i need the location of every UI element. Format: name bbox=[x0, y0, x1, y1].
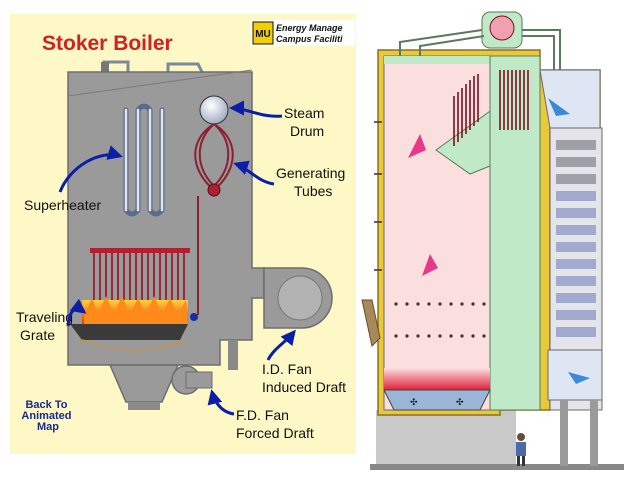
university-logo: MU Energy Manage Campus Faciliti bbox=[251, 20, 355, 46]
riser-tubes bbox=[399, 29, 561, 70]
baffle-line bbox=[67, 69, 253, 97]
burner-ports bbox=[394, 302, 486, 338]
heater-tube-row bbox=[556, 293, 596, 303]
feed-chute bbox=[361, 299, 381, 348]
heater-tube-row bbox=[556, 140, 596, 150]
heater-tube-row bbox=[556, 276, 596, 286]
burner-port bbox=[471, 334, 475, 338]
traveling-grate-label: Traveling Grate bbox=[16, 309, 77, 343]
heater-tube-row bbox=[556, 208, 596, 218]
heater-tube-row bbox=[556, 225, 596, 235]
traveling-grate-arrow bbox=[66, 298, 87, 327]
burner-port bbox=[394, 302, 398, 306]
traveling-grate bbox=[70, 324, 188, 340]
heater-tube-row bbox=[556, 327, 596, 337]
superheater-label: Superheater bbox=[24, 197, 101, 213]
support-leg-2 bbox=[590, 400, 598, 466]
logo-line-2: Campus Faciliti bbox=[276, 34, 343, 44]
fd-fan-arrow bbox=[207, 389, 235, 416]
burner-port bbox=[427, 302, 431, 306]
logo-line-1: Energy Manage bbox=[276, 23, 343, 33]
steam-drum-arrow bbox=[229, 100, 283, 118]
id-fan-label: I.D. Fan Induced Draft bbox=[262, 361, 346, 395]
flow-arrow-upper bbox=[408, 134, 426, 158]
flow-arrow-exit bbox=[568, 372, 590, 384]
upper-drum bbox=[489, 15, 515, 41]
burner-port bbox=[482, 334, 486, 338]
air-flow-line bbox=[81, 339, 189, 351]
flow-arrow-lower bbox=[422, 254, 438, 276]
hot-zone bbox=[384, 368, 490, 390]
generating-tubes-label: Generating Tubes bbox=[276, 165, 349, 199]
fd-fan-duct bbox=[185, 371, 213, 389]
burner-port bbox=[460, 334, 464, 338]
grate-base bbox=[383, 389, 491, 411]
id-fan-arrow bbox=[266, 329, 296, 361]
ground-line bbox=[370, 464, 624, 470]
person-scale-figure bbox=[516, 433, 526, 466]
furnace-tubes bbox=[93, 253, 185, 302]
superheater-panels bbox=[453, 70, 529, 146]
generating-tubes-arrow bbox=[233, 160, 275, 186]
burner-port bbox=[405, 302, 409, 306]
heater-tube-row bbox=[556, 259, 596, 269]
burner-port bbox=[394, 334, 398, 338]
heater-tube-row bbox=[556, 157, 596, 167]
burner-port bbox=[405, 334, 409, 338]
support-leg-1 bbox=[560, 400, 568, 466]
flames bbox=[84, 296, 188, 324]
back-to-map-link[interactable]: Back To Animated Map bbox=[21, 399, 74, 433]
heater-tube-row bbox=[556, 310, 596, 320]
furnace-chamber bbox=[383, 55, 491, 411]
steam-drum bbox=[199, 95, 229, 125]
heater-tube-row bbox=[556, 242, 596, 252]
stoker-boiler-panel: Stoker Boiler MU Energy Manage Campus Fa… bbox=[10, 14, 356, 454]
fd-fan-label: F.D. Fan Forced Draft bbox=[236, 407, 314, 441]
header-bar bbox=[90, 248, 190, 253]
diagram-title: Stoker Boiler bbox=[42, 32, 173, 55]
label-arrows bbox=[58, 100, 296, 416]
burner-port bbox=[416, 302, 420, 306]
burner-port bbox=[449, 334, 453, 338]
mud-drum bbox=[207, 183, 221, 197]
burner-port bbox=[427, 334, 431, 338]
heater-tube-row bbox=[556, 174, 596, 184]
convection-pass bbox=[489, 55, 541, 411]
burner-port bbox=[438, 334, 442, 338]
feed-point bbox=[190, 313, 198, 321]
heater-tube-row bbox=[556, 191, 596, 201]
boiler-cross-section-panel: ✣ ✣ bbox=[361, 11, 624, 470]
drain-pipe bbox=[228, 340, 238, 370]
fan-symbol-left: ✣ bbox=[410, 397, 418, 407]
burner-port bbox=[416, 334, 420, 338]
wall-markers bbox=[374, 121, 382, 271]
fan-symbol-right: ✣ bbox=[456, 397, 464, 407]
burner-port bbox=[438, 302, 442, 306]
logo-mark: MU bbox=[255, 29, 271, 40]
superheater-coils bbox=[123, 103, 165, 217]
burner-port bbox=[482, 302, 486, 306]
id-fan-wheel bbox=[277, 275, 323, 321]
burner-port bbox=[471, 302, 475, 306]
flow-arrows bbox=[408, 98, 590, 384]
ash-outlet bbox=[128, 402, 160, 410]
superheater-arrow bbox=[58, 145, 123, 193]
steam-drum-label: Steam Drum bbox=[284, 105, 328, 139]
roof-casing bbox=[384, 56, 490, 64]
foundation bbox=[376, 410, 516, 470]
heater-rows bbox=[556, 140, 596, 337]
burner-port bbox=[460, 302, 464, 306]
burner-port bbox=[449, 302, 453, 306]
flow-arrow-duct bbox=[548, 98, 570, 116]
ash-hopper bbox=[108, 364, 180, 403]
